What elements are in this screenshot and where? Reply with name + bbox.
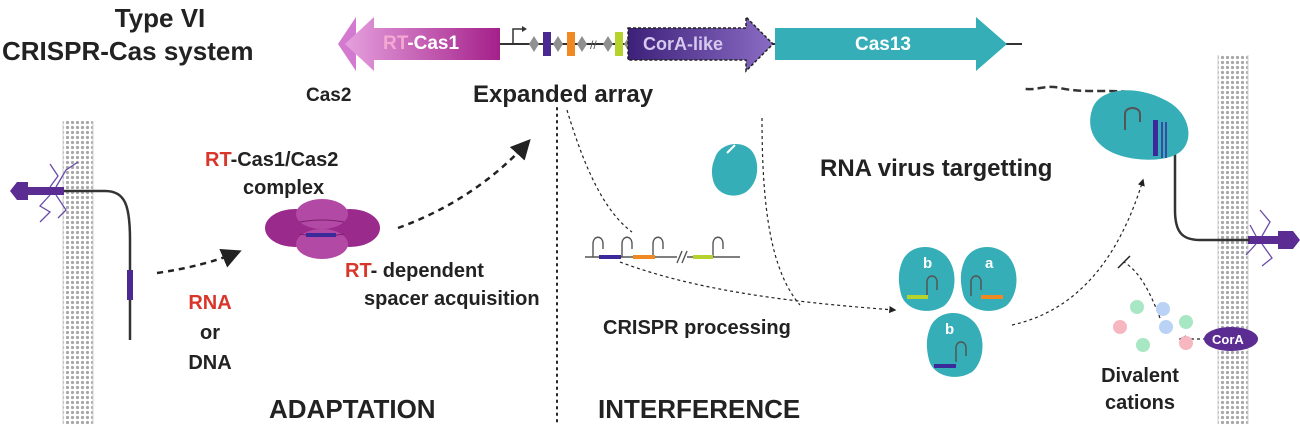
left-phage (10, 161, 133, 340)
cas2-gene-label: Cas2 (306, 85, 352, 106)
title-line2: CRISPR-Cas system (2, 36, 254, 66)
cas13-to-processing-line (761, 117, 801, 306)
gene-locus: // (338, 15, 1022, 73)
crrna-b-bottom-label: b (945, 321, 955, 338)
cas13-crrna-b-top (898, 247, 955, 311)
rt-cas1-suffix: -Cas1 (407, 33, 460, 54)
or-label: or (200, 322, 220, 344)
pre-crrna (585, 236, 740, 264)
cas13-gene-label: Cas13 (855, 34, 911, 55)
dna-label: DNA (188, 352, 232, 374)
cora-like-gene-arrow (627, 15, 775, 73)
complex-label-line2: complex (243, 177, 325, 199)
title-line1: Type VI (114, 3, 206, 33)
array-to-crrna-line (566, 109, 633, 233)
cations-label: cations (1104, 392, 1176, 414)
rna-label: RNA (188, 292, 232, 314)
rt-cas1-cas2-complex-shape (265, 199, 380, 259)
cora-like-gene-label: CorA-like (643, 34, 724, 54)
rt-cas1-rt-prefix: RT (383, 33, 408, 54)
processing-arrow (619, 261, 897, 314)
crrna-b-top-label: b (923, 255, 933, 272)
dependent-rt-label: RT (345, 260, 371, 282)
interference-section-label: INTERFERENCE (598, 394, 801, 424)
rt-dependent-label: RT- dependent (345, 261, 484, 281)
expanded-array-genes: // (529, 32, 634, 56)
crrna-a-label: a (985, 255, 994, 272)
left-membrane (62, 121, 94, 424)
divalent-cations-dots (1113, 300, 1193, 352)
cas13-crrna-a (960, 247, 1017, 311)
divalent-label: Divalent (1101, 365, 1179, 387)
complex-rest-label: -Cas1/Cas2 (230, 149, 339, 171)
free-cas13-protein (711, 144, 758, 196)
adaptation-section-label: ADAPTATION (269, 394, 436, 424)
targeting-arrow (1011, 178, 1145, 326)
crispr-processing-label: CRISPR processing (603, 317, 791, 339)
dependent-rest-label: - dependent (370, 260, 484, 282)
adaptation-arrow-1 (156, 249, 242, 275)
rt-cas1-gene-arrow (345, 17, 500, 71)
expanded-array-label: Expanded array (473, 81, 654, 108)
complex-rt-label: RT (205, 149, 231, 171)
promoter-arrow (512, 28, 523, 44)
cora-label: CorA (1212, 332, 1244, 347)
cora-transporter (1204, 327, 1258, 351)
rt-cas1-gene-label: RT-Cas1 (383, 34, 459, 53)
adaptation-arrow-2 (397, 139, 531, 230)
rna-virus-targetting-label: RNA virus targetting (820, 155, 1053, 182)
spacer-acquisition-label: spacer acquisition (364, 288, 540, 310)
complex-label-line1: RT-Cas1/Cas2 (205, 150, 338, 170)
cas13-target-complex (1090, 90, 1189, 160)
svg-text://: // (590, 38, 597, 52)
cas13-gene-arrow (775, 17, 1007, 71)
cas13-crrna-b-bottom (926, 313, 983, 377)
